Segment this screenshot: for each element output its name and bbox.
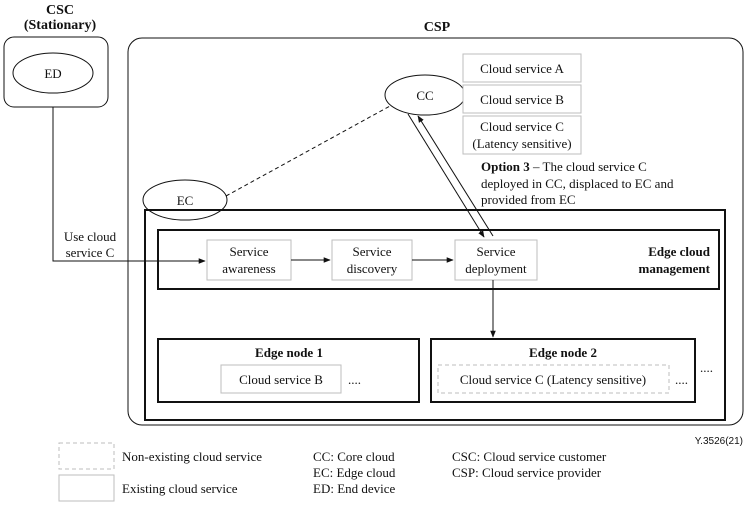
service-deployment-line-2: deployment bbox=[465, 261, 527, 276]
legend-abbr-cc: CC: Core cloud bbox=[313, 449, 395, 464]
edge-node-1-more: .... bbox=[348, 372, 361, 387]
deployment-to-cc-arrow bbox=[417, 115, 494, 237]
ec-cc-dashed-link bbox=[225, 105, 391, 197]
legend-non-existing-label: Non-existing cloud service bbox=[122, 449, 262, 464]
edge-node-1-service-label: Cloud service B bbox=[239, 372, 323, 387]
legend-existing-swatch bbox=[58, 474, 115, 502]
csc-subtitle: (Stationary) bbox=[24, 18, 97, 33]
option-heading: Option 3 bbox=[481, 159, 530, 174]
option-line-3: provided from EC bbox=[481, 192, 576, 207]
service-deployment-line-1: Service bbox=[477, 244, 516, 259]
edge-node-2-more: .... bbox=[675, 372, 688, 387]
legend-abbr-csp: CSP: Cloud service provider bbox=[452, 465, 602, 480]
cc-service-b-label: Cloud service B bbox=[480, 92, 564, 107]
end-device-label: ED bbox=[44, 66, 61, 81]
edge-node-2-service-box bbox=[437, 364, 670, 394]
csc-title: CSC bbox=[46, 3, 74, 18]
service-discovery-line-2: discovery bbox=[347, 261, 398, 276]
cc-to-deployment-arrow bbox=[407, 113, 485, 238]
cc-service-c-note: (Latency sensitive) bbox=[472, 136, 571, 151]
cc-service-a-label: Cloud service A bbox=[480, 61, 564, 76]
edge-node-1-box bbox=[157, 338, 420, 403]
option-line-2: deployed in CC, displaced to EC and bbox=[481, 176, 674, 191]
service-awareness-line-2: awareness bbox=[222, 261, 275, 276]
csp-title: CSP bbox=[424, 20, 451, 35]
service-discovery-line-1: Service bbox=[353, 244, 392, 259]
legend-existing-label: Existing cloud service bbox=[122, 481, 238, 496]
edge-node-2-box bbox=[430, 338, 696, 403]
edge-cloud-label: EC bbox=[177, 193, 194, 208]
service-deployment-box bbox=[454, 239, 538, 281]
edge-cloud-management-box bbox=[157, 229, 720, 290]
csp-box bbox=[127, 37, 744, 426]
end-device-node bbox=[12, 52, 94, 94]
option-line-1: Option 3 – The cloud service C bbox=[481, 159, 647, 174]
figure-id: Y.3526(21) bbox=[695, 436, 743, 447]
core-cloud-label: CC bbox=[416, 88, 433, 103]
cc-service-b-box bbox=[462, 84, 582, 114]
edge-node-1-service-box bbox=[220, 364, 342, 394]
cc-service-c-box bbox=[462, 115, 582, 155]
cc-service-a-box bbox=[462, 53, 582, 83]
edge-node-1-title: Edge node 1 bbox=[255, 345, 323, 360]
edge-cloud-box bbox=[144, 209, 726, 421]
edge-node-2-service-label: Cloud service C (Latency sensitive) bbox=[460, 372, 646, 387]
cc-service-c-label: Cloud service C bbox=[480, 119, 564, 134]
service-awareness-line-1: Service bbox=[230, 244, 269, 259]
legend-abbr-csc: CSC: Cloud service customer bbox=[452, 449, 607, 464]
legend-non-existing-swatch bbox=[58, 442, 115, 470]
legend-abbr-ed: ED: End device bbox=[313, 481, 396, 496]
legend-abbr-ec: EC: Edge cloud bbox=[313, 465, 396, 480]
use-label-2: service C bbox=[66, 245, 115, 260]
management-title-1: Edge cloud bbox=[648, 244, 711, 259]
edge-nodes-more: .... bbox=[700, 360, 713, 375]
use-service-arrow bbox=[52, 107, 206, 264]
use-label-1: Use cloud bbox=[64, 229, 117, 244]
edge-node-2-title: Edge node 2 bbox=[529, 345, 597, 360]
option-text-1: – The cloud service C bbox=[530, 159, 647, 174]
service-discovery-box bbox=[331, 239, 413, 281]
management-title-2: management bbox=[639, 261, 711, 276]
